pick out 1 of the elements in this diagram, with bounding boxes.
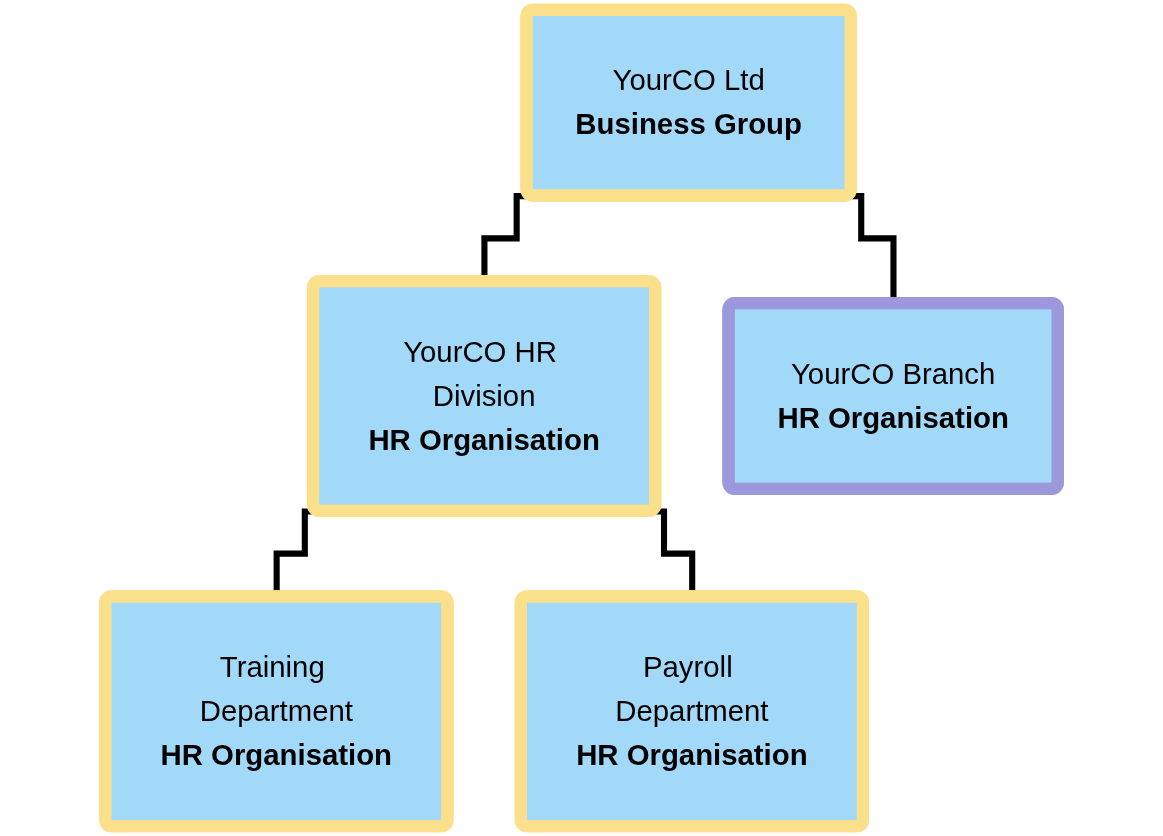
- org-chart: YourCO Ltd Business Group YourCO HR Division HR Organisation YourCO Branch HR Organisation Training Department HR Organisation Payroll Department HR Organisation: [0, 0, 1163, 836]
